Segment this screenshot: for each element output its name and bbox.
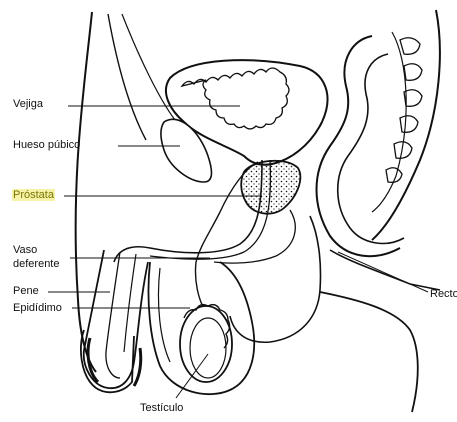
label-testicle: Testículo <box>140 402 183 414</box>
prostate <box>241 161 300 214</box>
scrotum-inner <box>158 268 170 362</box>
penis-inner <box>106 252 120 378</box>
leader-rectum <box>338 252 428 292</box>
vas-deferens-outer <box>214 210 295 263</box>
body-outline <box>76 12 96 372</box>
label-pubic-bone: Hueso púbico <box>13 139 80 151</box>
label-bladder: Vejiga <box>13 98 43 110</box>
vertebrae <box>386 38 422 183</box>
testicle <box>180 306 232 382</box>
label-vas-deferens-line1: Vaso <box>13 244 37 256</box>
label-penis: Pene <box>13 285 39 297</box>
inner-groin-line <box>108 14 146 140</box>
label-epididymis: Epidídimo <box>13 302 62 314</box>
perineal-skin <box>320 292 418 412</box>
label-prostate: Próstata <box>12 189 55 201</box>
label-rectum: Recto <box>430 288 457 300</box>
perineum <box>230 216 321 342</box>
label-vas-deferens-line2: deferente <box>13 258 59 270</box>
